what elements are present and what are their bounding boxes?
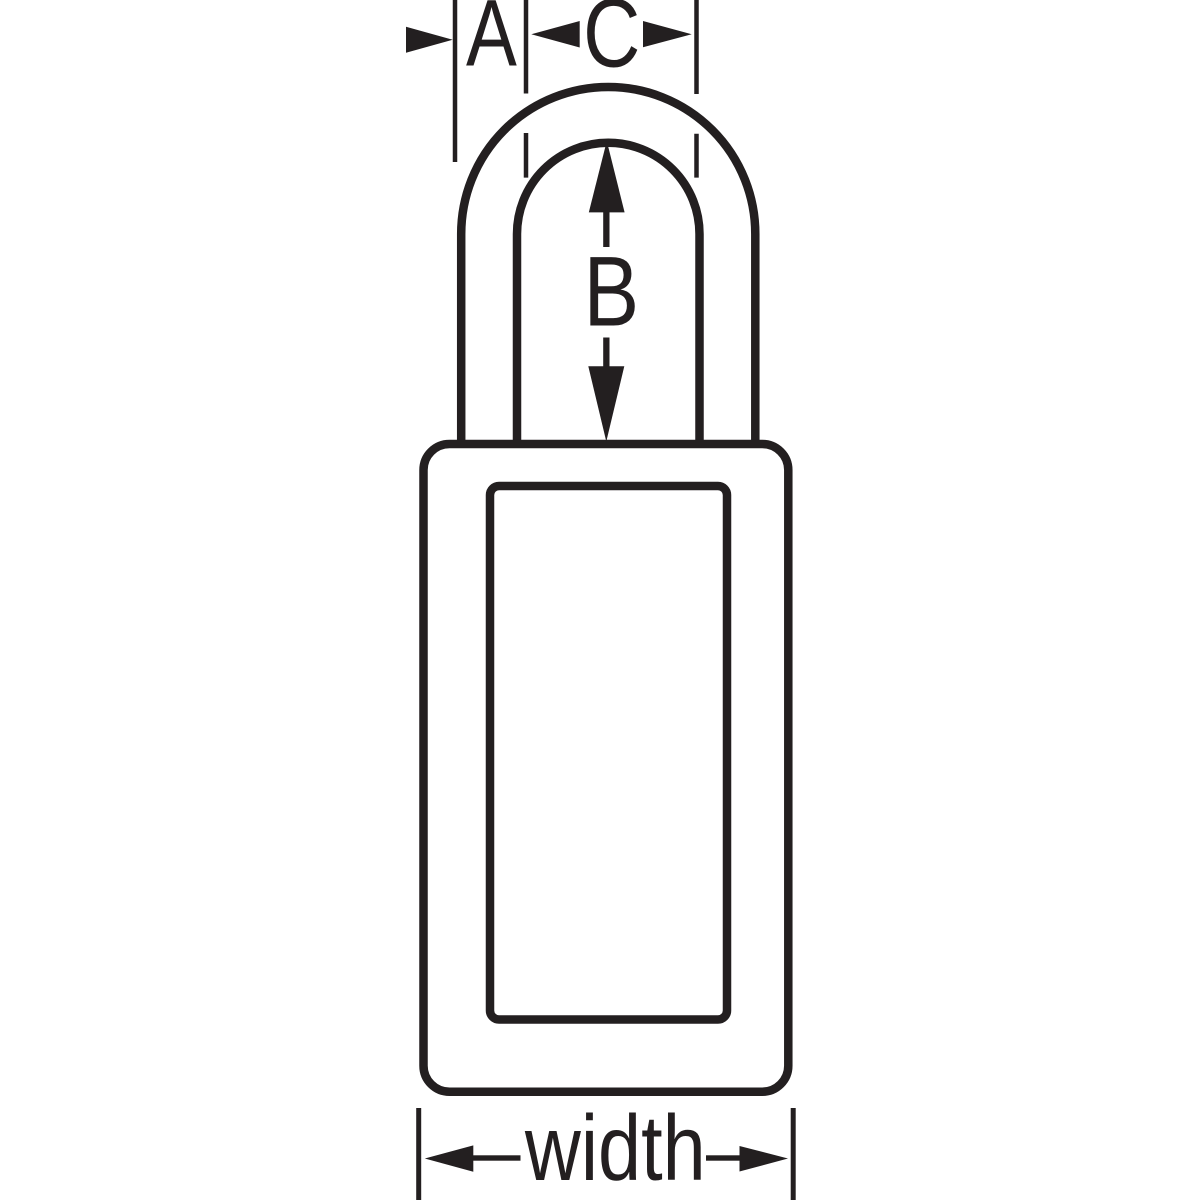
svg-text:width: width bbox=[524, 1097, 706, 1200]
svg-text:C: C bbox=[583, 0, 640, 87]
svg-text:B: B bbox=[583, 237, 639, 347]
svg-text:A: A bbox=[466, 0, 517, 86]
